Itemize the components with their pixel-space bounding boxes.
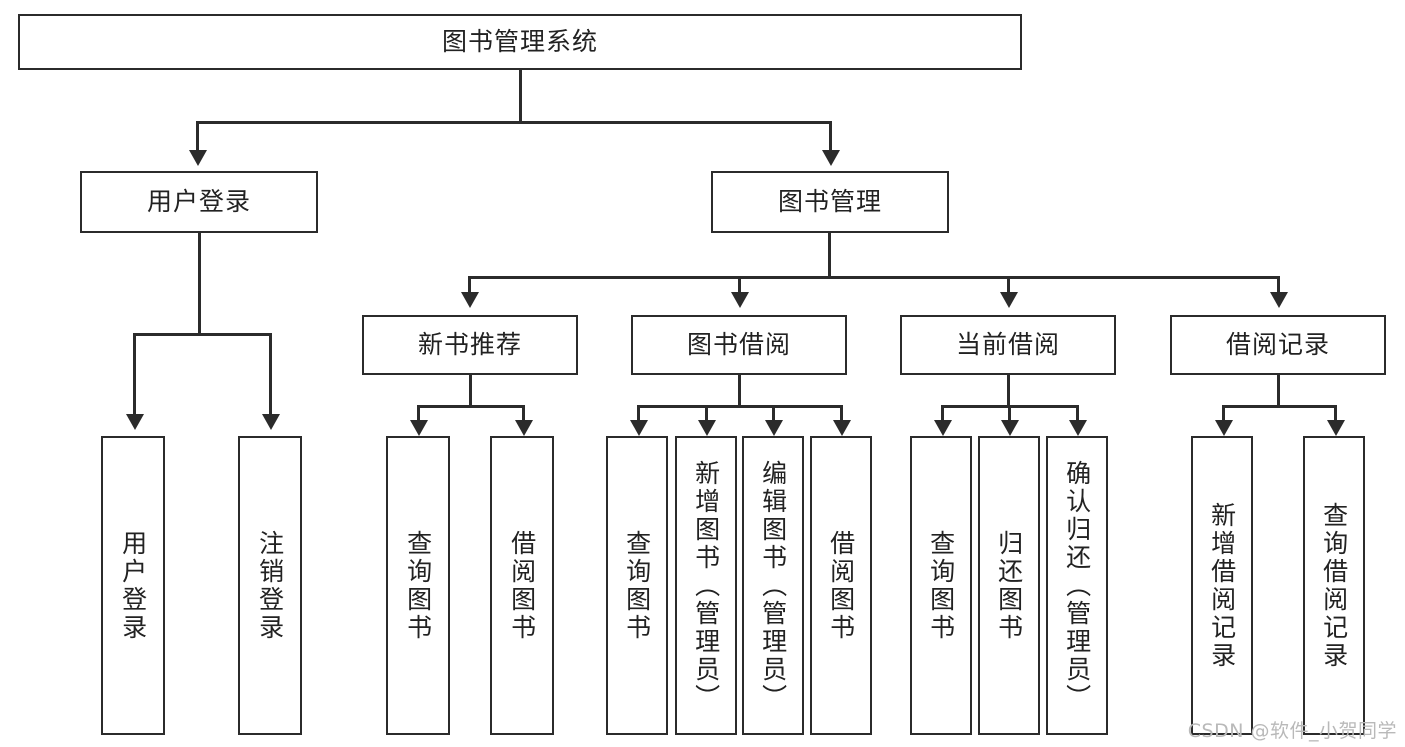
leaf-book-borrow-1-label: 新增图书（管理员）	[691, 459, 721, 712]
arrowhead-user-login-leaf1	[126, 414, 144, 430]
arrowhead-borrow-record-l1	[1215, 420, 1233, 436]
arrowhead-book-manage-c2	[731, 292, 749, 308]
connector-book-borrow-stem	[738, 375, 741, 408]
arrowhead-new-book-rec-l2	[515, 420, 533, 436]
connector-new-book-rec-l1	[417, 405, 420, 421]
leaf-borrow-record-1[interactable]: 查询借阅记录	[1303, 436, 1365, 735]
leaf-book-borrow-1[interactable]: 新增图书（管理员）	[675, 436, 737, 735]
node-current-borrow[interactable]: 当前借阅	[900, 315, 1116, 375]
node-user-login[interactable]: 用户登录	[80, 171, 318, 233]
arrowhead-book-manage-c4	[1270, 292, 1288, 308]
node-book-manage-label: 图书管理	[777, 187, 882, 217]
node-book-borrow-label: 图书借阅	[686, 330, 791, 360]
arrowhead-current-borrow-l1	[934, 420, 952, 436]
csdn-watermark: CSDN @软件_小贺同学	[1187, 720, 1397, 742]
connector-root-stem	[519, 70, 522, 123]
node-book-manage[interactable]: 图书管理	[711, 171, 949, 233]
connector-current-borrow-l2	[1008, 405, 1011, 421]
connector-book-manage-c3	[1007, 276, 1010, 293]
connector-new-book-rec-bar	[417, 405, 525, 408]
connector-user-login-stem	[198, 233, 201, 335]
leaf-current-borrow-1[interactable]: 归还图书	[978, 436, 1040, 735]
arrowhead-book-manage-c3	[1000, 292, 1018, 308]
connector-current-borrow-l1	[941, 405, 944, 421]
connector-book-manage-stem	[828, 233, 831, 278]
connector-book-borrow-l3	[772, 405, 775, 421]
leaf-borrow-record-0-label: 新增借阅记录	[1207, 501, 1237, 670]
connector-user-login-bar	[133, 333, 271, 336]
arrowhead-new-book-rec-l1	[410, 420, 428, 436]
connector-root-to-book-manage	[829, 121, 832, 151]
leaf-current-borrow-2[interactable]: 确认归还（管理员）	[1046, 436, 1108, 735]
leaf-new-book-rec-1-label: 借阅图书	[507, 529, 537, 642]
connector-user-login-leaf2	[269, 333, 272, 415]
arrowhead-user-login-leaf2	[262, 414, 280, 430]
arrowhead-current-borrow-l3	[1069, 420, 1087, 436]
node-new-book-rec-label: 新书推荐	[417, 330, 522, 360]
arrowhead-root-to-user-login	[189, 150, 207, 166]
connector-root-bar	[196, 121, 832, 124]
leaf-current-borrow-0[interactable]: 查询图书	[910, 436, 972, 735]
leaf-book-borrow-0-label: 查询图书	[622, 529, 652, 642]
arrowhead-root-to-book-manage	[822, 150, 840, 166]
arrowhead-borrow-record-l2	[1327, 420, 1345, 436]
connector-book-borrow-l2	[705, 405, 708, 421]
leaf-user-login-1-label: 注销登录	[255, 529, 285, 642]
leaf-current-borrow-1-label: 归还图书	[994, 529, 1024, 642]
node-root-label: 图书管理系统	[441, 27, 598, 57]
arrowhead-current-borrow-l2	[1001, 420, 1019, 436]
connector-book-manage-c2	[738, 276, 741, 293]
arrowhead-book-borrow-l4	[833, 420, 851, 436]
node-borrow-record-label: 借阅记录	[1225, 330, 1330, 360]
connector-book-manage-bar	[468, 276, 1280, 279]
connector-book-manage-c1	[468, 276, 471, 293]
leaf-new-book-rec-0[interactable]: 查询图书	[386, 436, 450, 735]
leaf-user-login-1[interactable]: 注销登录	[238, 436, 302, 735]
leaf-current-borrow-0-label: 查询图书	[926, 529, 956, 642]
connector-book-borrow-bar	[637, 405, 843, 408]
connector-user-login-leaf1	[133, 333, 136, 415]
leaf-book-borrow-3-label: 借阅图书	[826, 529, 856, 642]
connector-borrow-record-bar	[1222, 405, 1337, 408]
node-new-book-rec[interactable]: 新书推荐	[362, 315, 578, 375]
node-root[interactable]: 图书管理系统	[18, 14, 1022, 70]
arrowhead-book-borrow-l2	[698, 420, 716, 436]
connector-book-borrow-l4	[840, 405, 843, 421]
leaf-book-borrow-2-label: 编辑图书（管理员）	[758, 459, 788, 712]
node-book-borrow[interactable]: 图书借阅	[631, 315, 847, 375]
connector-current-borrow-l3	[1076, 405, 1079, 421]
leaf-user-login-0-label: 用户登录	[118, 529, 148, 642]
connector-borrow-record-l1	[1222, 405, 1225, 421]
connector-book-manage-c4	[1277, 276, 1280, 293]
connector-book-borrow-l1	[637, 405, 640, 421]
connector-new-book-rec-l2	[522, 405, 525, 421]
node-borrow-record[interactable]: 借阅记录	[1170, 315, 1386, 375]
leaf-borrow-record-0[interactable]: 新增借阅记录	[1191, 436, 1253, 735]
connector-new-book-rec-stem	[469, 375, 472, 408]
arrowhead-book-borrow-l3	[765, 420, 783, 436]
node-user-login-label: 用户登录	[146, 187, 251, 217]
arrowhead-book-manage-c1	[461, 292, 479, 308]
node-current-borrow-label: 当前借阅	[955, 330, 1060, 360]
leaf-book-borrow-3[interactable]: 借阅图书	[810, 436, 872, 735]
connector-root-to-user-login	[196, 121, 199, 151]
leaf-new-book-rec-0-label: 查询图书	[403, 529, 433, 642]
leaf-new-book-rec-1[interactable]: 借阅图书	[490, 436, 554, 735]
leaf-user-login-0[interactable]: 用户登录	[101, 436, 165, 735]
leaf-current-borrow-2-label: 确认归还（管理员）	[1062, 459, 1092, 712]
arrowhead-book-borrow-l1	[630, 420, 648, 436]
connector-borrow-record-stem	[1277, 375, 1280, 408]
connector-current-borrow-stem	[1007, 375, 1010, 408]
leaf-book-borrow-0[interactable]: 查询图书	[606, 436, 668, 735]
connector-borrow-record-l2	[1334, 405, 1337, 421]
leaf-borrow-record-1-label: 查询借阅记录	[1319, 501, 1349, 670]
leaf-book-borrow-2[interactable]: 编辑图书（管理员）	[742, 436, 804, 735]
